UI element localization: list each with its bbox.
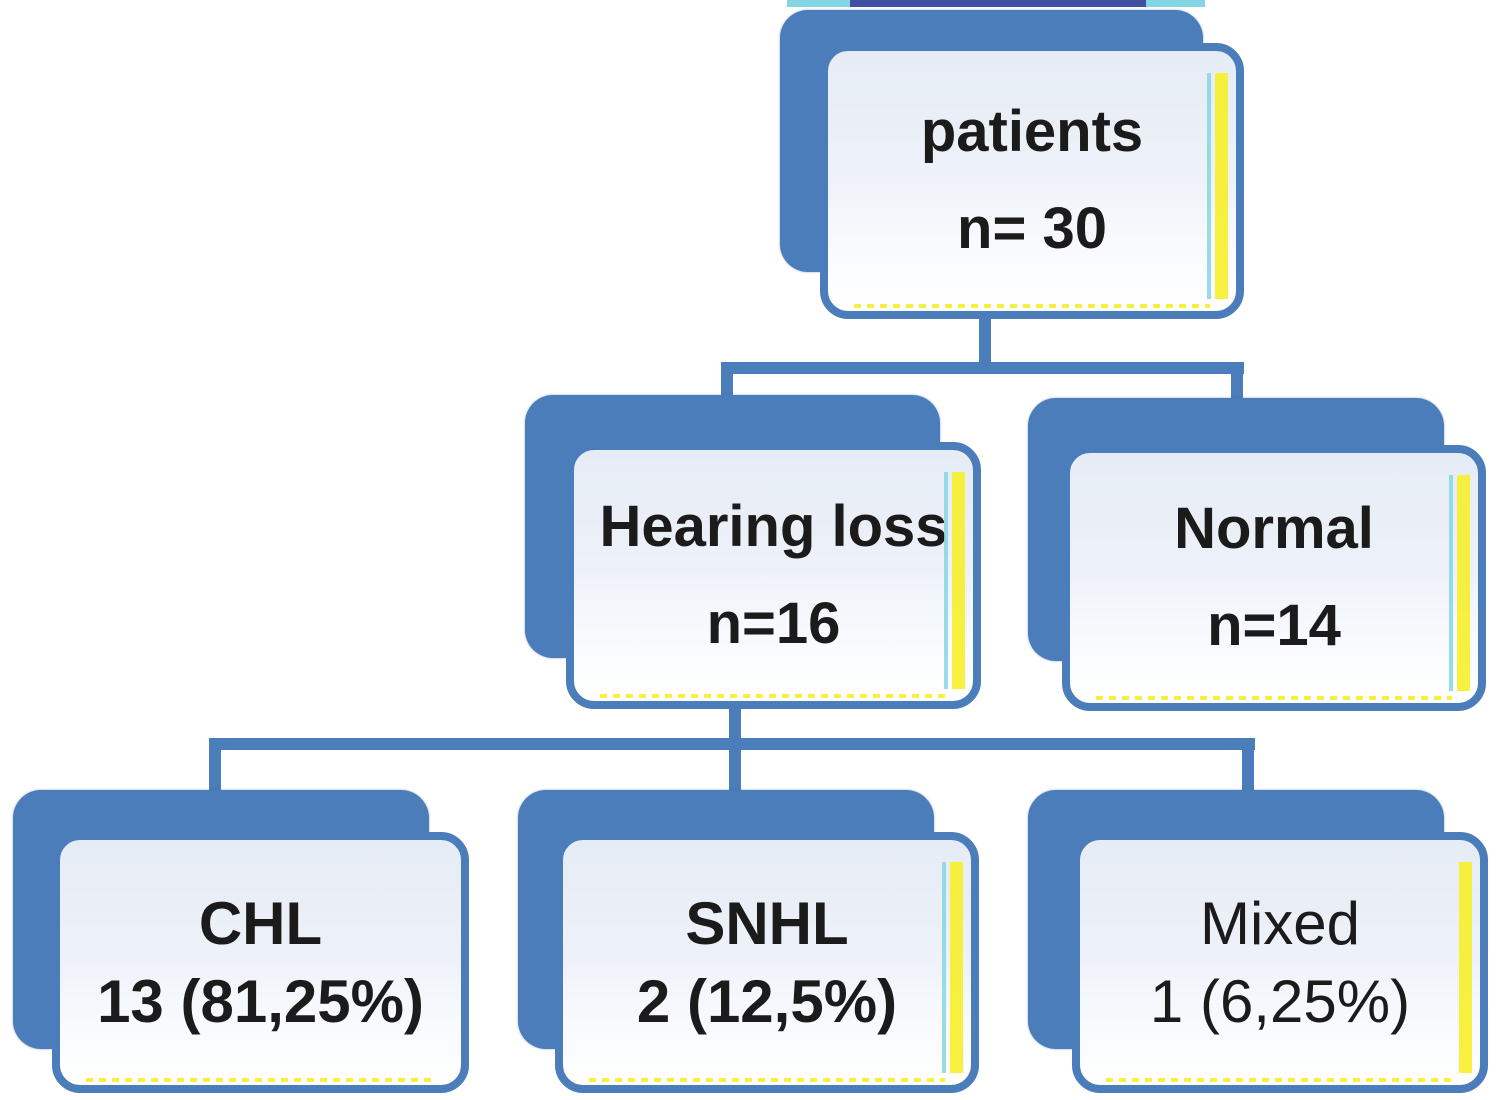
node-card: SNHL 2 (12,5%) [555, 832, 979, 1093]
compression-artifact [854, 304, 1210, 308]
compression-artifact [600, 694, 947, 698]
compression-artifact [1106, 1078, 1454, 1082]
compression-artifact [1459, 862, 1472, 1073]
node-label: patients [920, 99, 1144, 165]
connector-level3-horizontal [209, 738, 1255, 750]
node-card: Mixed 1 (6,25%) [1072, 832, 1488, 1093]
compression-artifact [850, 0, 1146, 7]
connector-level2-horizontal [721, 362, 1244, 374]
node-card: CHL 13 (81,25%) [52, 832, 469, 1093]
node-card: Normal n=14 [1062, 445, 1486, 711]
node-card: Hearing loss n=16 [566, 442, 981, 709]
node-value: 2 (12,5%) [636, 967, 898, 1035]
node-label: SNHL [685, 890, 849, 958]
compression-artifact [589, 1078, 945, 1082]
connector-drop-mixed [1242, 744, 1254, 794]
node-value: n= 30 [957, 196, 1107, 261]
compression-artifact [86, 1078, 435, 1082]
compression-artifact [1096, 696, 1452, 700]
compression-artifact [1146, 0, 1205, 7]
compression-artifact [1457, 475, 1470, 691]
node-label: Hearing loss [599, 493, 948, 559]
node-value: 1 (6,25%) [1149, 967, 1411, 1035]
node-label: Mixed [1199, 890, 1361, 958]
node-card: patients n= 30 [820, 43, 1244, 319]
compression-artifact [942, 862, 946, 1073]
connector-drop-normal [1231, 368, 1243, 406]
compression-artifact [944, 472, 948, 689]
connector-patients-stem [979, 312, 991, 374]
node-label: Normal [1174, 496, 1374, 562]
connector-drop-hearing-loss [721, 368, 733, 402]
node-value: n=14 [1207, 593, 1341, 658]
node-value: 13 (81,25%) [97, 967, 424, 1035]
compression-artifact [787, 0, 851, 7]
compression-artifact [950, 862, 963, 1073]
node-value: n=16 [706, 590, 841, 656]
node-label: CHL [198, 890, 323, 958]
compression-artifact [1449, 475, 1453, 691]
connector-drop-chl [209, 744, 221, 794]
compression-artifact [1215, 73, 1228, 299]
compression-artifact [1207, 73, 1211, 299]
compression-artifact [952, 472, 965, 689]
